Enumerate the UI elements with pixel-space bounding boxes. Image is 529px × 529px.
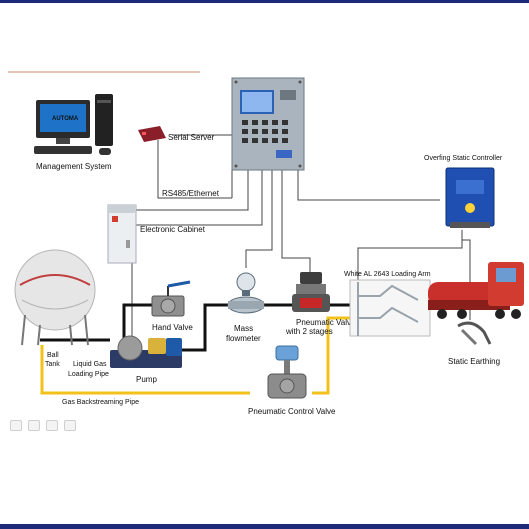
image-icon[interactable] [46,420,58,431]
top-frame-bar [0,0,529,3]
share-icon[interactable] [64,420,76,431]
label-pneumatic-valve-1: Pneumatic Valve [296,318,356,327]
cabinet-icon [107,204,137,264]
label-static-earthing: Static Earthing [448,357,500,366]
label-hand-valve: Hand Valve [152,323,193,332]
signal-lines [131,134,471,338]
label-ball-tank-2: Tank [45,361,60,368]
label-white-arm: White AL 2643 Loading Arm [344,271,431,278]
tanker-truck-icon [428,262,524,319]
label-pneumatic-control-valve: Pneumatic Control Valve [248,407,336,416]
serial-server-icon [138,126,166,142]
label-mass-flowmeter-1: Mass [234,324,253,333]
control-valve-icon [267,345,307,399]
computer-icon [34,94,113,155]
monitor-brand-text: AUTOMA [52,116,79,122]
gas-backstreaming-pipe [40,316,352,395]
label-rs485: RS485/Ethernet [162,189,220,198]
label-electronic-cabinet: Electronic Cabinet [140,225,206,234]
flowmeter-icon [227,272,265,314]
image-toolbar [10,420,76,431]
label-liquid-gas-2: Loading Pipe [68,371,109,378]
label-management-system: Management System [36,162,112,171]
pump-icon [110,335,182,368]
edit-icon[interactable] [28,420,40,431]
label-serial-server: Serial Server [168,133,215,142]
label-pump: Pump [136,375,157,384]
ball-tank-icon [14,249,96,346]
label-overflow-controller: Overfing Static Controller [424,155,503,162]
label-gas-backstreaming: Gas Backstreaming Pipe [62,399,139,406]
label-mass-flowmeter-2: flowmeter [226,334,261,343]
control-panel-icon [231,77,305,171]
prev-icon[interactable] [10,420,22,431]
earthing-clamp-icon [457,321,492,346]
label-ball-tank-1: Ball [47,352,59,359]
loading-arm-icon [349,279,431,337]
label-pneumatic-valve-2: with 2 stages [285,327,333,336]
liquid-pipe [40,303,350,352]
label-liquid-gas-1: Liquid Gas [73,361,107,368]
pneumatic-valve-icon [292,272,330,312]
controller-box-icon [445,167,495,228]
hand-valve-icon [151,280,191,317]
bottom-frame-bar [0,524,529,529]
